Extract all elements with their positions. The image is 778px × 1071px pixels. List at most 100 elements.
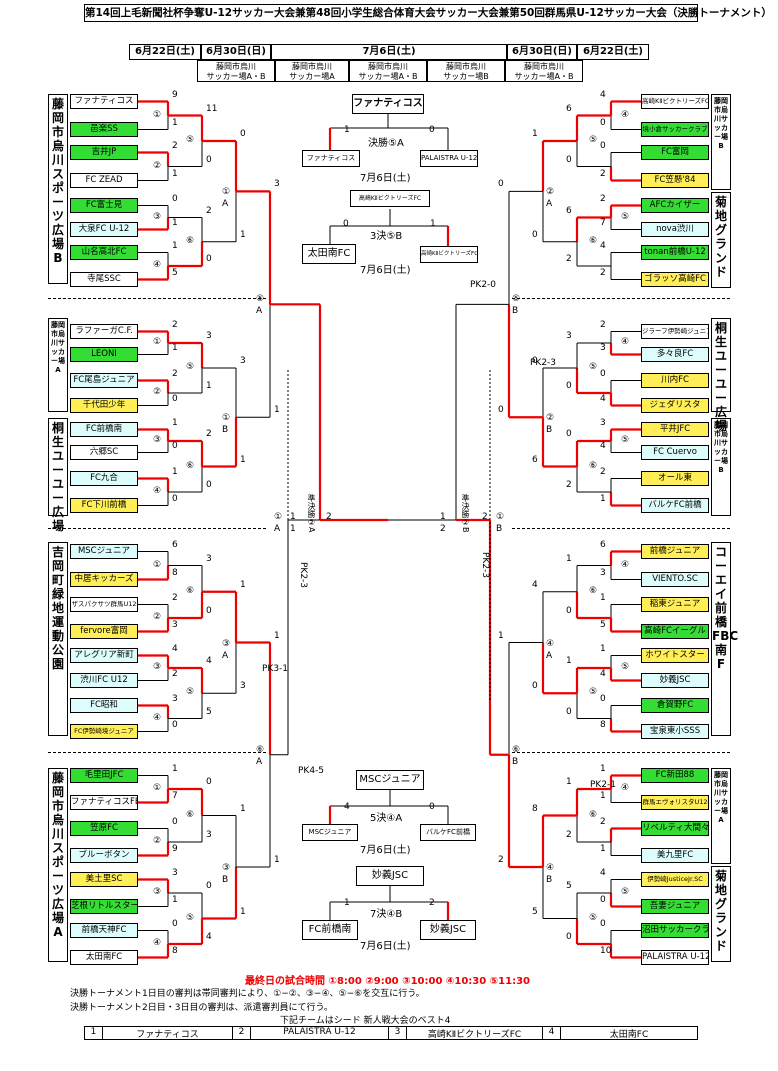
team-box: 平井JFC	[641, 422, 709, 437]
score: 2	[172, 668, 178, 679]
match-number: ⑥	[256, 744, 265, 755]
pk-label: PK2-3	[480, 552, 490, 579]
divider	[512, 752, 730, 753]
match-number: A	[256, 306, 263, 317]
match-number: ③	[222, 638, 231, 649]
seventh-team-1: FC前橋南	[302, 920, 358, 940]
team-box: LEONI	[70, 347, 138, 362]
date-header: 7月6日(土)	[271, 44, 507, 60]
match-number: ⑥	[186, 460, 195, 471]
score: 1	[240, 803, 246, 814]
score: 1	[172, 117, 178, 128]
match-number: ⑤	[186, 135, 195, 145]
score: 1	[290, 524, 296, 534]
third-team-1: 太田南FC	[302, 244, 356, 264]
score: 8	[600, 719, 606, 730]
score: 3	[600, 417, 606, 428]
score: 0	[532, 229, 538, 240]
score: 1	[274, 630, 280, 641]
score: 9	[172, 89, 178, 100]
score: 4	[600, 393, 606, 404]
score: 7	[172, 790, 178, 801]
score: 4	[206, 932, 212, 942]
score: 1	[600, 643, 606, 654]
score: 8	[532, 803, 538, 814]
score: 4	[600, 867, 606, 878]
match-number: ⑤	[589, 362, 598, 372]
score: 0	[206, 254, 212, 264]
match-number: ⑤	[186, 362, 195, 372]
score: 2	[600, 168, 606, 179]
score: 1	[172, 894, 178, 905]
team-box: ファナティコスFBA	[70, 795, 138, 810]
pk-label: PK2-0	[470, 280, 497, 290]
venue-box: 桐生ユーユー広場	[48, 418, 68, 533]
score: 2	[566, 830, 572, 840]
team-box: 笠原FC	[70, 821, 138, 836]
pk-label: PK2-3	[298, 562, 308, 589]
venue-box: 菊地グランド	[711, 866, 731, 962]
score: 2	[206, 205, 212, 216]
seventh-label: 7決④B	[370, 909, 403, 920]
venue-header: 藤岡市烏川 サッカー場A・B	[197, 60, 275, 82]
score: 6	[566, 103, 572, 114]
score: 3	[172, 619, 178, 630]
team-box: 高崎KⅡビクトリーズFC	[641, 94, 709, 109]
team-box: FC ZEAD	[70, 173, 138, 188]
team-box: 吉井JP	[70, 145, 138, 160]
score: 1	[498, 630, 504, 641]
fifth-score-1: 4	[344, 802, 350, 812]
divider	[512, 528, 730, 529]
score: 2	[498, 855, 504, 865]
match-number: ⑤	[621, 435, 630, 445]
match-number: ⑥	[589, 235, 598, 246]
seed-team: 太田南FC	[609, 1030, 649, 1040]
third-score-2: 1	[430, 219, 436, 229]
match-number: ④	[153, 486, 162, 496]
team-box: 前橋ジュニア	[641, 544, 709, 559]
team-box: nova渋川	[641, 222, 709, 237]
match-number: ①	[274, 512, 283, 522]
score: 2	[206, 429, 212, 439]
score: 0	[240, 129, 246, 139]
score: 1	[172, 240, 178, 251]
venue-text: 藤岡市烏川 サッカー場B	[443, 62, 489, 81]
venue-box: 藤岡市烏川サッカー場A	[48, 318, 68, 412]
team-box: fervore富岡	[70, 624, 138, 639]
fifth-date: 7月6日(土)	[360, 845, 411, 856]
match-number: ⑤	[621, 887, 630, 897]
team-box: MSCジュニア	[70, 544, 138, 559]
team-box: 高崎FCイーグル	[641, 624, 709, 639]
score: 6	[172, 539, 178, 550]
fifth-team-2: バルケFC前橋	[420, 824, 476, 841]
score: 2	[566, 254, 572, 264]
score: 0	[566, 381, 572, 391]
match-number: ②	[153, 612, 162, 622]
team-box: アレグリア新町	[70, 648, 138, 663]
seventh-score-2: 2	[429, 898, 435, 908]
score: 0	[172, 193, 178, 204]
score: 9	[172, 843, 178, 854]
score: 1	[172, 466, 178, 477]
team-box: 多々良FC	[641, 347, 709, 362]
score: 1	[600, 763, 606, 774]
team-box: 美土里SC	[70, 872, 138, 887]
score: 0	[566, 606, 572, 616]
fifth-score-2: 0	[429, 802, 435, 812]
score: 0	[600, 140, 606, 151]
team-box: FC九合	[70, 471, 138, 486]
team-box: ジラーフ伊勢崎ジュニア	[641, 324, 709, 339]
divider	[512, 298, 730, 299]
match-number: ①	[153, 337, 162, 347]
venue-box: 藤岡市烏川スポーツ広場A	[48, 768, 68, 962]
final-winner: ファナティコス	[352, 94, 424, 114]
team-box: tonan前橋U-12	[641, 245, 709, 260]
pk-label: PK2-1	[590, 780, 617, 790]
team-box: FC Cuervo	[641, 445, 709, 460]
seventh-winner: 妙義JSC	[356, 866, 424, 886]
score: 1	[440, 512, 446, 522]
match-number: ⑥	[186, 585, 195, 596]
team-box: ジェダリスタ	[641, 398, 709, 413]
match-number: B	[496, 524, 503, 534]
venue-text: 藤岡市烏川 サッカー場A	[289, 62, 335, 81]
